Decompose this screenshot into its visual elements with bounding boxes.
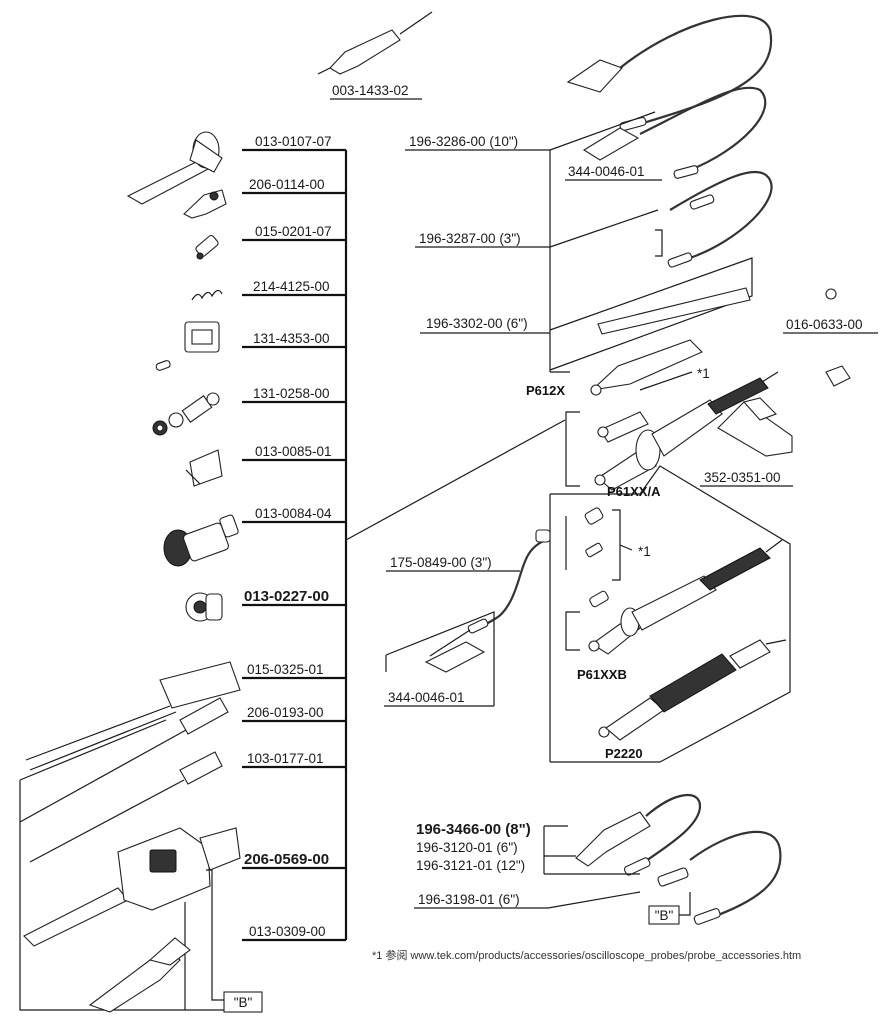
label-013-0084-04: 013-0084-04: [255, 506, 332, 521]
label-196-3198-01: 196-3198-01 (6"): [418, 892, 520, 907]
hook-206-0114-00-drawing: [183, 189, 227, 219]
ground-lead-3in-drawing: [582, 86, 767, 179]
label-214-4125-00: 214-4125-00: [253, 279, 330, 294]
model-p612x: P612X: [526, 383, 565, 398]
label-013-0085-01: 013-0085-01: [255, 444, 332, 459]
label-196-3287-00: 196-3287-00 (3"): [419, 231, 521, 246]
tool-003-1433-02-drawing: [317, 11, 433, 75]
probe-p2220-drawing: [598, 639, 787, 741]
label-013-0107-07: 013-0107-07: [255, 134, 332, 149]
label-206-0569-00: 206-0569-00: [244, 851, 329, 868]
alligator-013-0309-00-drawing: [88, 937, 191, 1013]
label-003-1433-02: 003-1433-02: [332, 83, 409, 98]
label-131-4353-00: 131-4353-00: [253, 331, 330, 346]
model-p61xxb: P61XXB: [577, 667, 627, 682]
leads-group-drawing: [19, 661, 241, 863]
spring-214-4125-00-drawing: [191, 289, 223, 301]
label-013-0227-00: 013-0227-00: [244, 588, 329, 605]
label-206-0114-00: 206-0114-00: [249, 177, 325, 192]
star1-a: *1: [697, 366, 710, 381]
label-015-0201-07: 015-0201-07: [255, 224, 332, 239]
ground-lead-6in-drawing: [667, 170, 773, 268]
lead-enclosure-lines: [549, 150, 753, 373]
b-label-left: "B": [234, 995, 253, 1010]
label-196-3121-01: 196-3121-01 (12"): [416, 858, 525, 873]
label-016-0633-00: 016-0633-00: [786, 317, 863, 332]
ground-lead-10in-drawing: [566, 14, 773, 132]
jack-131-0258-00-drawing: [152, 392, 220, 436]
adapter-013-0085-01-drawing: [185, 449, 223, 487]
label-352-0351-00: 352-0351-00: [704, 470, 781, 485]
label-196-3120-01: 196-3120-01 (6"): [416, 840, 518, 855]
footnote: *1 参阅 www.tek.com/products/accessories/o…: [372, 948, 801, 962]
b-label-right: "B": [655, 908, 674, 923]
left-bus: [242, 148, 566, 942]
socket-131-4353-00-drawing: [155, 321, 220, 371]
label-131-0258-00: 131-0258-00: [253, 386, 330, 401]
b-box-left: "B": [206, 869, 263, 1013]
label-103-0177-01: 103-0177-01: [247, 751, 324, 766]
ring-016-0633-00-drawing: [825, 288, 851, 387]
probe-p61xxa-drawing: [565, 371, 779, 491]
ground-lead-12in-drawing: [657, 830, 782, 925]
label-015-0325-01: 015-0325-01: [247, 662, 324, 677]
star1-b: *1: [638, 544, 651, 559]
tip-accessories-drawing: [584, 507, 633, 608]
cable-175-0849-00-drawing: [429, 529, 551, 657]
box-344-0046-01-drawing: [384, 611, 495, 707]
adapter-015-0201-07-drawing: [195, 235, 219, 260]
label-013-0309-00: 013-0309-00: [249, 924, 326, 939]
b-box-right: "B": [648, 892, 691, 925]
holder-352-0351-00-drawing: [717, 397, 793, 457]
adapter-013-0227-00-drawing: [185, 592, 223, 622]
label-196-3286-00: 196-3286-00 (10"): [409, 134, 518, 149]
label-344-0046-01-top: 344-0046-01: [568, 164, 645, 179]
label-344-0046-01-bottom: 344-0046-01: [388, 690, 465, 705]
probe-p61xxb-drawing: [565, 539, 783, 655]
model-p2220: P2220: [605, 746, 643, 761]
smd-clip-206-0569-00-drawing: [23, 827, 241, 947]
left-enclosure-lines: [19, 719, 240, 1011]
ground-lead-8in-drawing: [575, 793, 702, 876]
tip-013-0107-07-drawing: [126, 131, 223, 205]
label-175-0849-00: 175-0849-00 (3"): [390, 555, 492, 570]
label-206-0193-00: 206-0193-00: [247, 705, 324, 720]
bnc-013-0084-04-drawing: [163, 514, 239, 567]
model-p61xxa: P61XX/A: [607, 484, 661, 499]
probe-p612x-drawing: [590, 339, 703, 396]
label-196-3466-00: 196-3466-00 (8"): [416, 821, 531, 838]
label-196-3302-00: 196-3302-00 (6"): [426, 316, 528, 331]
